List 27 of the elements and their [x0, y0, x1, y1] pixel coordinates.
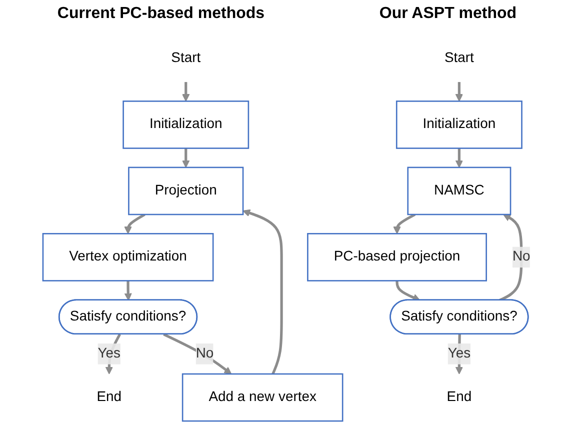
- node-text: End: [447, 390, 472, 404]
- arrow: [396, 280, 421, 302]
- edge-label: No: [512, 249, 531, 264]
- node-box: Add a new vertex: [182, 373, 344, 422]
- arrow: [163, 333, 232, 374]
- edge-label: Yes: [448, 346, 471, 361]
- node-text: Start: [444, 50, 474, 66]
- column-heading: Current PC-based methods: [57, 5, 265, 23]
- node-box: Initialization: [123, 100, 250, 149]
- node-box: Projection: [128, 166, 244, 216]
- node-text: End: [97, 390, 122, 404]
- arrow: [182, 148, 190, 168]
- node-box: Initialization: [396, 100, 523, 149]
- arrow: [124, 280, 132, 301]
- arrow: [182, 82, 190, 102]
- column-heading: Our ASPT method: [379, 5, 517, 23]
- edge-label: Yes: [98, 346, 121, 361]
- node-box: Vertex optimization: [42, 233, 214, 282]
- arrow: [243, 209, 284, 374]
- node-box: PC-based projection: [307, 233, 488, 282]
- arrow: [456, 148, 464, 168]
- arrow: [456, 82, 464, 102]
- node-text: Start: [172, 50, 201, 66]
- arrow: [394, 213, 416, 234]
- node-box: NAMSC: [408, 166, 512, 216]
- arrow: [124, 213, 146, 234]
- edge-label: No: [196, 346, 214, 361]
